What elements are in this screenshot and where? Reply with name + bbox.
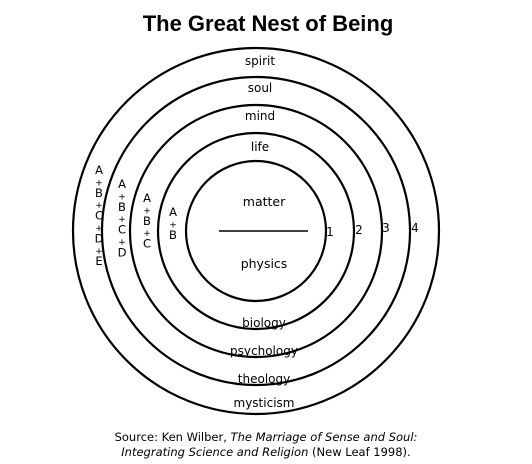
ring-2-column-plus: +: [143, 206, 151, 216]
ring-4-bottom-label: mysticism: [234, 396, 295, 410]
ring-4-column-letter-c: C: [95, 209, 103, 223]
ring-3-column-letter-c: C: [118, 223, 126, 237]
ring-3-column-letter-d: D: [118, 245, 127, 259]
ring-4-column-plus: +: [95, 201, 103, 211]
ring-3-column-plus: +: [118, 215, 126, 225]
ring-2-level-number: 2: [355, 223, 363, 237]
core-top-label: matter: [243, 194, 286, 209]
ring-4-column-letter-a: A: [95, 163, 103, 177]
ring-2-column-letter-c: C: [143, 237, 151, 251]
circle-core: [184, 159, 328, 303]
ring-4-top-label: spirit: [245, 54, 275, 68]
concentric-circles: [71, 46, 441, 416]
ring-3-bottom-label: theology: [238, 372, 290, 386]
ring-4-column-letter-e: E: [95, 254, 102, 268]
ring-3-level-number: 3: [382, 221, 390, 235]
source-book-title-part1: The Marriage of Sense and Soul:: [230, 430, 418, 444]
ring-4-column-plus: +: [95, 224, 103, 234]
source-prefix: Source: Ken Wilber,: [114, 430, 231, 444]
letter-columns: A+BA+B+CA+B+C+DA+B+C+D+E: [95, 163, 177, 268]
ring-4-column-letter-d: D: [95, 231, 104, 245]
ring-3-column-letter-a: A: [118, 177, 126, 191]
ring-1-bottom-label: biology: [242, 316, 286, 330]
ring-4-column-plus: +: [95, 178, 103, 188]
ring-2-bottom-label: psychology: [230, 344, 298, 358]
source-citation: Source: Ken Wilber, The Marriage of Sens…: [0, 430, 532, 460]
circle-ring-4: [71, 46, 441, 416]
ring-4-level-number: 4: [411, 221, 419, 235]
ring-1-column-letter-b: B: [169, 228, 177, 242]
ring-3-top-label: soul: [248, 81, 273, 95]
core-bottom-label: physics: [241, 256, 288, 271]
ring-2-column-plus: +: [143, 229, 151, 239]
ring-1-top-label: life: [251, 140, 269, 154]
source-line-1: Source: Ken Wilber, The Marriage of Sens…: [0, 430, 532, 445]
ring-4-column-plus: +: [95, 247, 103, 257]
ring-1-column-plus: +: [169, 220, 177, 230]
source-line-2: Integrating Science and Religion (New Le…: [0, 445, 532, 460]
ring-1-level-number: 1: [326, 225, 334, 239]
ring-2-column-letter-a: A: [143, 191, 151, 205]
ring-4-column-letter-b: B: [95, 186, 103, 200]
ring-1-column-letter-a: A: [169, 205, 177, 219]
ring-3-column-plus: +: [118, 192, 126, 202]
circle-ring-1: [156, 131, 356, 331]
ring-2-column-letter-b: B: [143, 214, 151, 228]
source-book-title-part2: Integrating Science and Religion: [121, 445, 309, 459]
circle-ring-2: [128, 103, 384, 359]
source-suffix: (New Leaf 1998).: [308, 445, 411, 459]
circle-ring-3: [100, 75, 412, 387]
ring-3-column-plus: +: [118, 238, 126, 248]
diagram-title: The Great Nest of Being: [143, 11, 394, 36]
ring-2-top-label: mind: [245, 109, 275, 123]
ring-3-column-letter-b: B: [118, 200, 126, 214]
